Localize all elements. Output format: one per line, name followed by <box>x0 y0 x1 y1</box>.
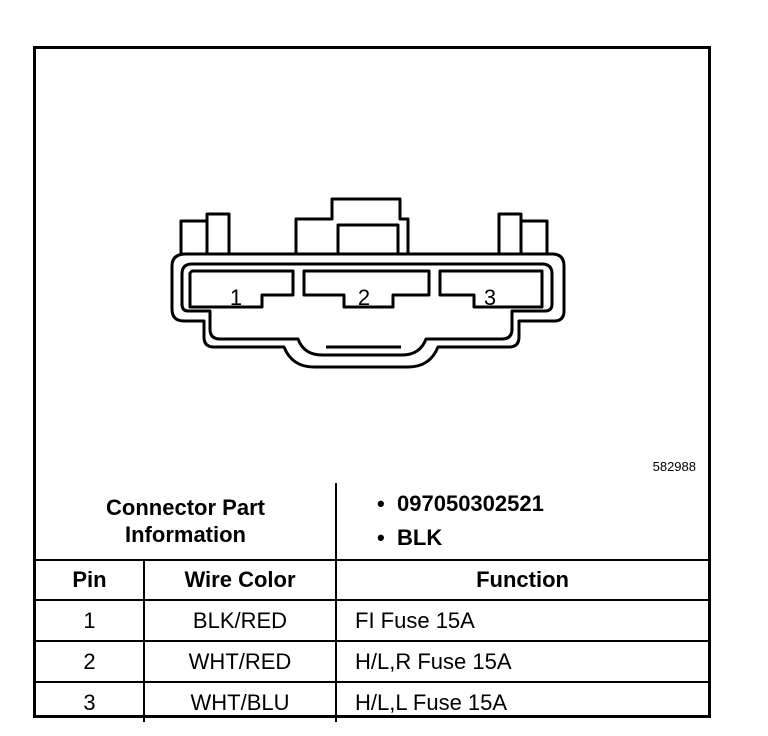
function-cell: H/L,R Fuse 15A <box>335 640 709 683</box>
pin-cell: 2 <box>36 640 145 683</box>
pin-cell: 1 <box>36 599 145 642</box>
figure-id: 582988 <box>652 459 696 474</box>
function-cell: FI Fuse 15A <box>335 599 709 642</box>
connector-pinout-table: Connector Part Information • 097050302521… <box>36 483 709 722</box>
bullet: • <box>377 491 385 516</box>
cavity-1-outline <box>188 269 295 309</box>
connector-housing-inner <box>180 262 554 357</box>
header-function: Function <box>335 559 709 601</box>
connector-color-item: • BLK <box>377 521 708 555</box>
center-key-outer <box>294 197 410 254</box>
table-header-row: Pin Wire Color Function <box>36 559 709 601</box>
left-latch-tab <box>179 212 231 254</box>
table-row: 2 WHT/RED H/L,R Fuse 15A <box>36 640 709 683</box>
bullet: • <box>377 525 385 550</box>
connector-color: BLK <box>397 525 443 550</box>
function-cell: H/L,L Fuse 15A <box>335 681 709 722</box>
connector-face-drawing: 1 2 3 <box>170 197 566 369</box>
cavity-2-outline <box>302 269 431 309</box>
right-latch-tab <box>497 212 549 254</box>
header-pin: Pin <box>36 559 145 601</box>
connector-info-label: Connector Part Information <box>36 483 338 561</box>
connector-info-row: Connector Part Information • 097050302521… <box>36 483 709 561</box>
pin-cell: 3 <box>36 681 145 722</box>
wire-color-cell: WHT/BLU <box>142 681 338 722</box>
connector-sheet: 1 2 3 582988 Connector Part Information … <box>33 46 711 722</box>
table-row: 3 WHT/BLU H/L,L Fuse 15A <box>36 681 709 722</box>
connector-info-label-line1: Connector Part <box>106 495 265 520</box>
connector-housing-outer <box>170 252 566 369</box>
pin-2-label: 2 <box>358 285 370 310</box>
header-wire-color: Wire Color <box>142 559 338 601</box>
wire-color-cell: WHT/RED <box>142 640 338 683</box>
pin-3-label: 3 <box>484 285 496 310</box>
cavity-3-outline <box>438 269 544 309</box>
center-key-inner <box>336 223 400 254</box>
connector-info-label-line2: Information <box>125 522 246 547</box>
pin-1-label: 1 <box>230 285 242 310</box>
connector-info-values: • 097050302521 • BLK <box>335 483 709 561</box>
table-row: 1 BLK/RED FI Fuse 15A <box>36 599 709 642</box>
wire-color-cell: BLK/RED <box>142 599 338 642</box>
part-number-item: • 097050302521 <box>377 487 708 521</box>
part-number: 097050302521 <box>397 491 544 516</box>
connector-diagram-panel: 1 2 3 582988 <box>36 49 708 483</box>
